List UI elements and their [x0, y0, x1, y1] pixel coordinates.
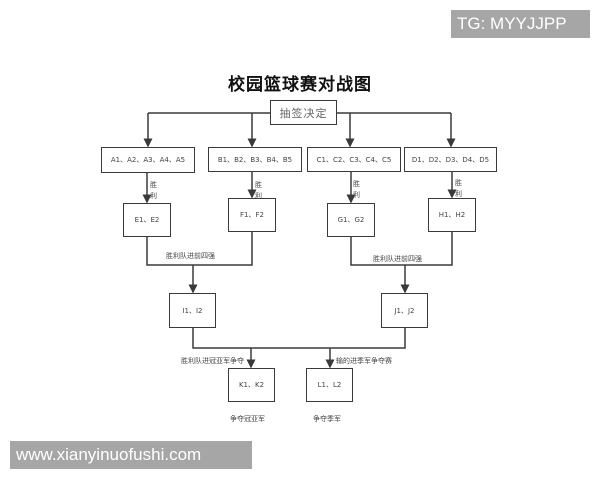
winners-e-node: E1、E2	[123, 203, 171, 237]
third-place-edge-label: 输的进季军争夺赛	[336, 357, 392, 365]
semifinal-j-node: J1、J2	[381, 293, 428, 328]
third-place-l-node: L1、L2	[306, 368, 353, 402]
group-a-node: A1、A2、A3、A4、A5	[101, 147, 195, 173]
group-b-win-label: 胜 利	[255, 181, 262, 200]
semifinal-left-edge-label: 胜利队进前四强	[166, 252, 215, 260]
watermark-top-right: TG: MYYJJPP	[451, 10, 590, 38]
watermark-bottom-left: www.xianyinuofushi.com	[10, 441, 252, 469]
group-b-node: B1、B2、B3、B4、B5	[208, 147, 302, 172]
winners-g-node: G1、G2	[327, 203, 375, 237]
group-d-node: D1、D2、D3、D4、D5	[404, 147, 497, 172]
semifinal-i-node: I1、I2	[169, 293, 216, 328]
winners-h-node: H1、H2	[428, 198, 476, 232]
final-edge-label: 胜利队进冠亚军争夺	[181, 357, 244, 365]
draw-node: 抽签决定	[270, 100, 337, 125]
group-c-win-label: 胜 利	[353, 180, 360, 199]
group-c-node: C1、C2、C3、C4、C5	[307, 147, 401, 172]
group-d-win-label: 胜 利	[455, 179, 462, 198]
final-k-node: K1、K2	[228, 368, 275, 402]
third-place-caption: 争夺季军	[313, 415, 341, 423]
diagram-title: 校园篮球赛对战图	[228, 75, 372, 95]
winners-f-node: F1、F2	[228, 198, 276, 232]
semifinal-right-edge-label: 胜利队进前四强	[373, 255, 422, 263]
final-caption: 争夺冠亚军	[230, 415, 265, 423]
group-a-win-label: 胜 利	[150, 181, 157, 200]
